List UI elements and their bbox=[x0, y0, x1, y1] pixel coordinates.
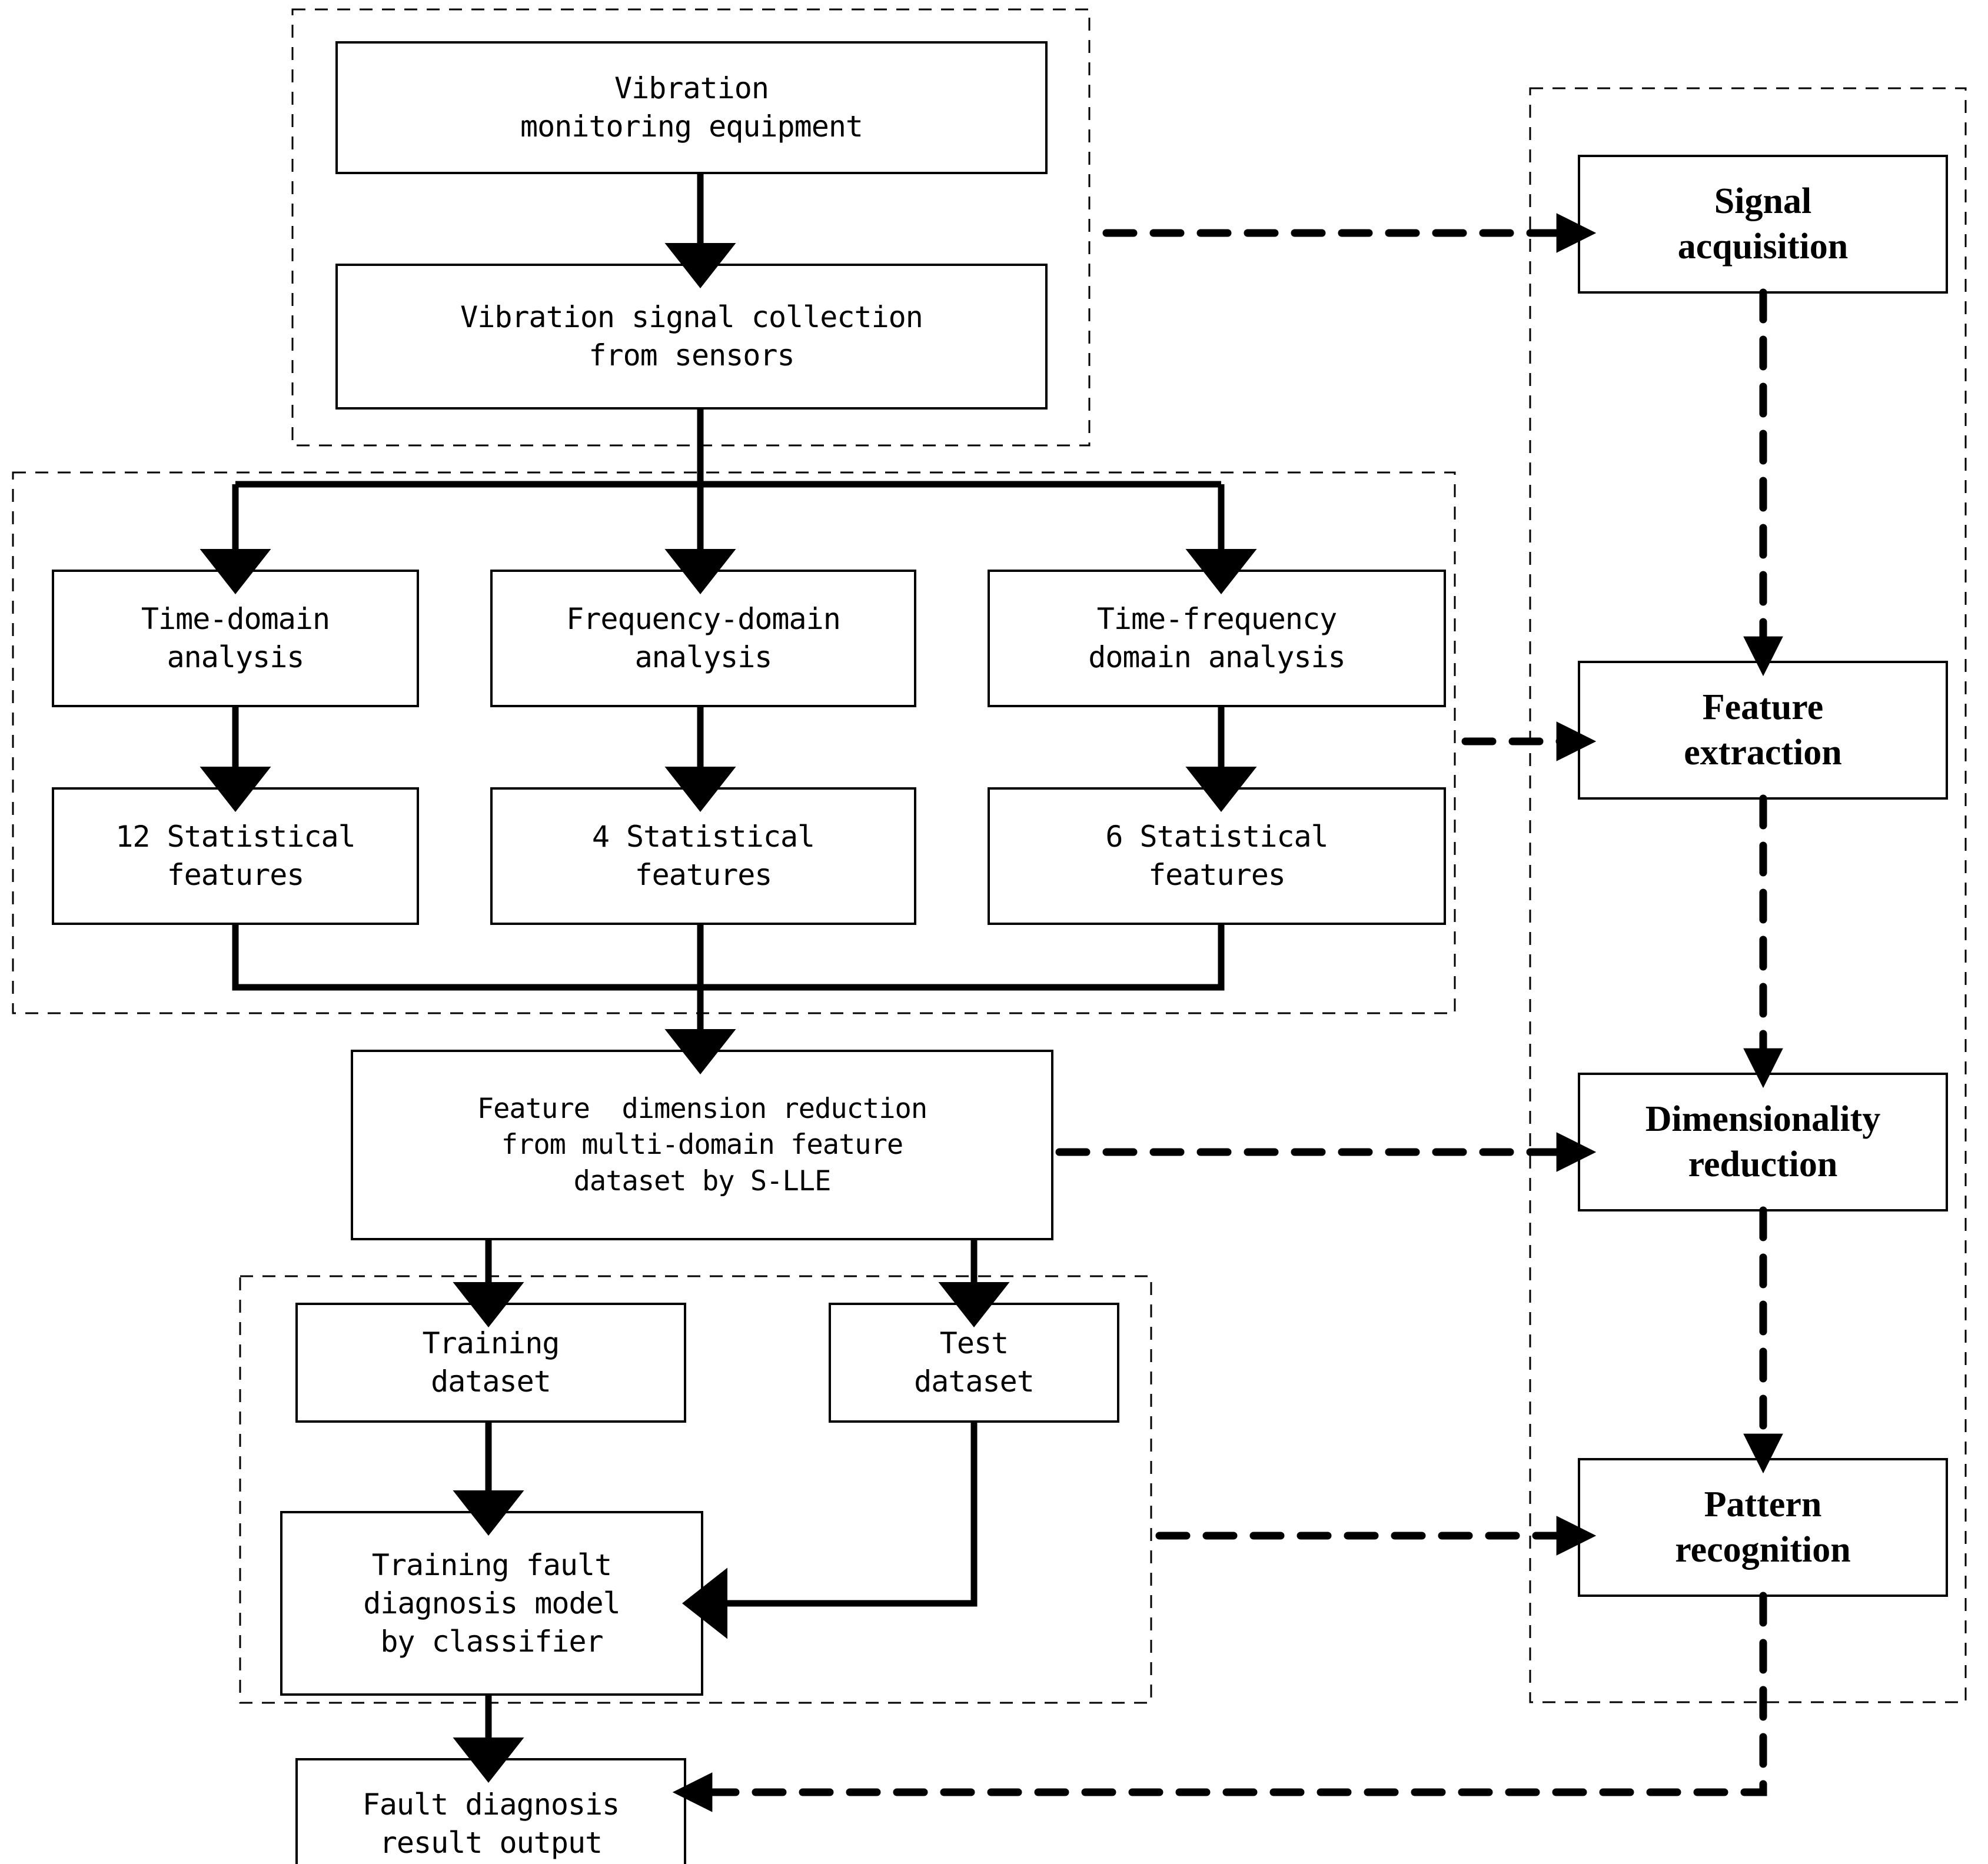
box-features-4 bbox=[490, 787, 916, 925]
box-training-model bbox=[280, 1511, 703, 1696]
box-features-12 bbox=[52, 787, 419, 925]
box-training-dataset bbox=[295, 1303, 686, 1423]
box-fault-output bbox=[295, 1758, 686, 1864]
box-dimension-reduction bbox=[351, 1050, 1053, 1240]
pattern-recognition-group bbox=[239, 1275, 1152, 1704]
feature-extraction-group bbox=[12, 471, 1456, 1014]
box-signal-collection bbox=[335, 264, 1048, 410]
box-frequency-domain bbox=[490, 570, 916, 707]
box-feature-extraction bbox=[1578, 661, 1948, 800]
box-time-domain bbox=[52, 570, 419, 707]
connector-test-dataset-to-model bbox=[682, 1422, 978, 1639]
box-vibration-equipment bbox=[335, 41, 1048, 174]
stage-column-group bbox=[1529, 87, 1967, 1703]
box-dimensionality-reduction bbox=[1578, 1073, 1948, 1211]
box-test-dataset bbox=[829, 1303, 1119, 1423]
box-features-6 bbox=[988, 787, 1446, 925]
connector-features-merge bbox=[232, 924, 1225, 991]
box-time-frequency-domain bbox=[988, 570, 1446, 707]
signal-acquisition-group bbox=[291, 8, 1091, 447]
connector-pattern-recognition-to-output bbox=[672, 1592, 1767, 1812]
box-pattern-recognition bbox=[1578, 1458, 1948, 1597]
box-signal-acquisition bbox=[1578, 155, 1948, 294]
